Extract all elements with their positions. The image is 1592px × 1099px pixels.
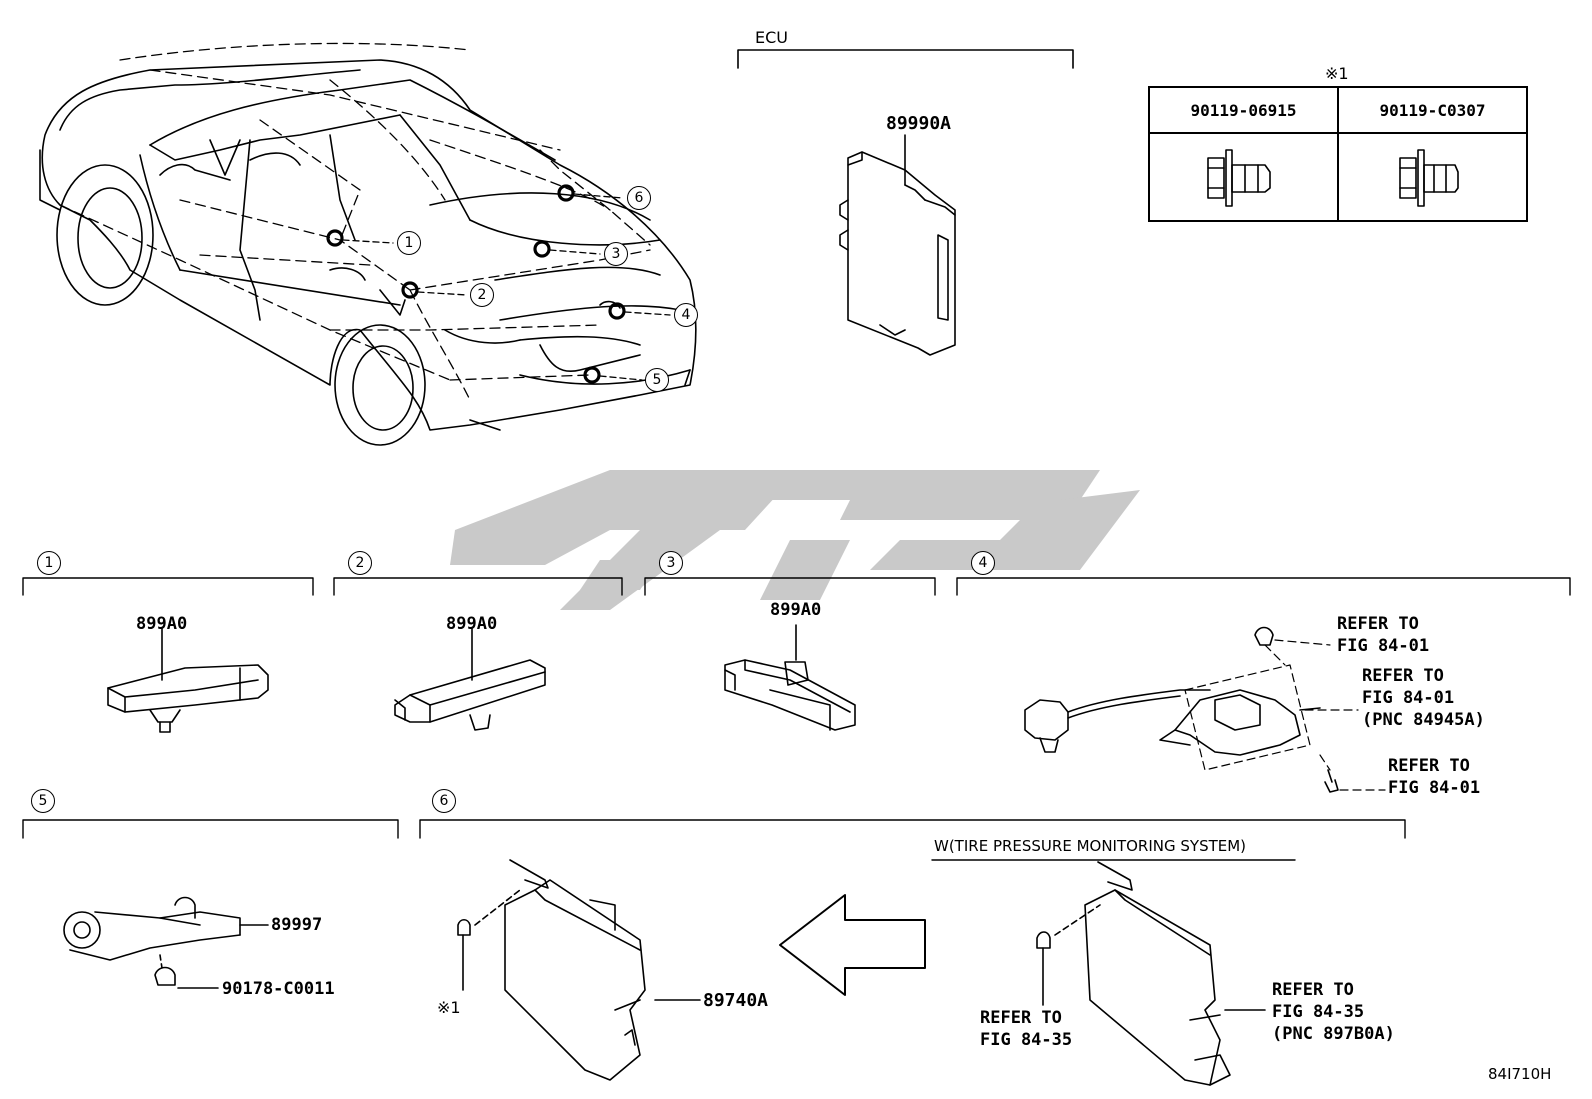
variant-arrow — [779, 894, 926, 996]
section-4-number: 4 — [971, 551, 995, 575]
section-5-part-drawing — [63, 896, 269, 989]
variant-label: W(TIRE PRESSURE MONITORING SYSTEM) — [934, 837, 1247, 855]
section-6-left-part-drawing — [457, 859, 701, 1081]
car-callout: 6 — [627, 186, 651, 210]
section-4-ref-2-line-2: FIG 84-01 — [1362, 688, 1455, 708]
section-4-ref-2-line-3: (PNC 84945A) — [1362, 710, 1485, 730]
section-2-part-drawing — [394, 627, 546, 731]
hardware-part-number: 90119-C0307 — [1337, 86, 1528, 134]
section-6-ref-right-line-3: (PNC 897B0A) — [1272, 1024, 1395, 1044]
section-6-ref-left-line-1: REFER TO — [980, 1008, 1062, 1028]
section-3-number: 3 — [659, 551, 683, 575]
hardware-cell — [1148, 132, 1339, 222]
section-6-ref-right-line-1: REFER TO — [1272, 980, 1354, 1000]
car-callout: 2 — [470, 283, 494, 307]
section-5-number: 5 — [31, 789, 55, 813]
watermark-logo — [450, 470, 1140, 610]
car-illustration — [39, 42, 697, 446]
section-4-part-drawing — [1024, 626, 1386, 793]
section-4-ref-3-line-2: FIG 84-01 — [1388, 778, 1481, 798]
hardware-cell — [1337, 132, 1528, 222]
section-4-ref-1-line-1: REFER TO — [1337, 614, 1419, 634]
section-6-ref-left-line-2: FIG 84-35 — [980, 1030, 1073, 1050]
hardware-table-mark: ※1 — [1325, 64, 1349, 83]
ecu-unit-drawing — [839, 134, 956, 356]
section-4-ref-3-line-1: REFER TO — [1388, 756, 1470, 776]
section-4-ref-1-line-2: FIG 84-01 — [1337, 636, 1430, 656]
section-5-part-number-b: 90178-C0011 — [222, 979, 335, 999]
section-6-part-number: 89740A — [703, 990, 769, 1011]
section-brackets — [22, 577, 1571, 839]
section-5-part-number-a: 89997 — [271, 915, 323, 935]
ecu-part-number: 89990A — [886, 113, 952, 134]
section-2-part-number: 899A0 — [446, 614, 498, 634]
section-1-number: 1 — [37, 551, 61, 575]
section-1-part-number: 899A0 — [136, 614, 188, 634]
section-3-part-drawing — [724, 624, 856, 731]
section-6-number: 6 — [432, 789, 456, 813]
ecu-bracket — [737, 49, 1074, 69]
car-callout: 1 — [397, 231, 421, 255]
section-6-ref-right-line-2: FIG 84-35 — [1272, 1002, 1365, 1022]
car-callout: 4 — [674, 303, 698, 327]
section-6-mark: ※1 — [437, 998, 461, 1017]
section-2-number: 2 — [348, 551, 372, 575]
car-callout: 3 — [604, 242, 628, 266]
section-4-ref-2-line-1: REFER TO — [1362, 666, 1444, 686]
ecu-group-label: ECU — [755, 28, 788, 47]
figure-code: 84I710H — [1488, 1065, 1552, 1083]
car-callout: 5 — [645, 368, 669, 392]
section-3-part-number: 899A0 — [770, 600, 822, 620]
section-6-right-part-drawing — [1036, 861, 1266, 1086]
hardware-table: 90119-06915 90119-C0307 — [1148, 86, 1528, 222]
section-1-part-drawing — [107, 627, 269, 733]
hardware-part-number: 90119-06915 — [1148, 86, 1339, 134]
